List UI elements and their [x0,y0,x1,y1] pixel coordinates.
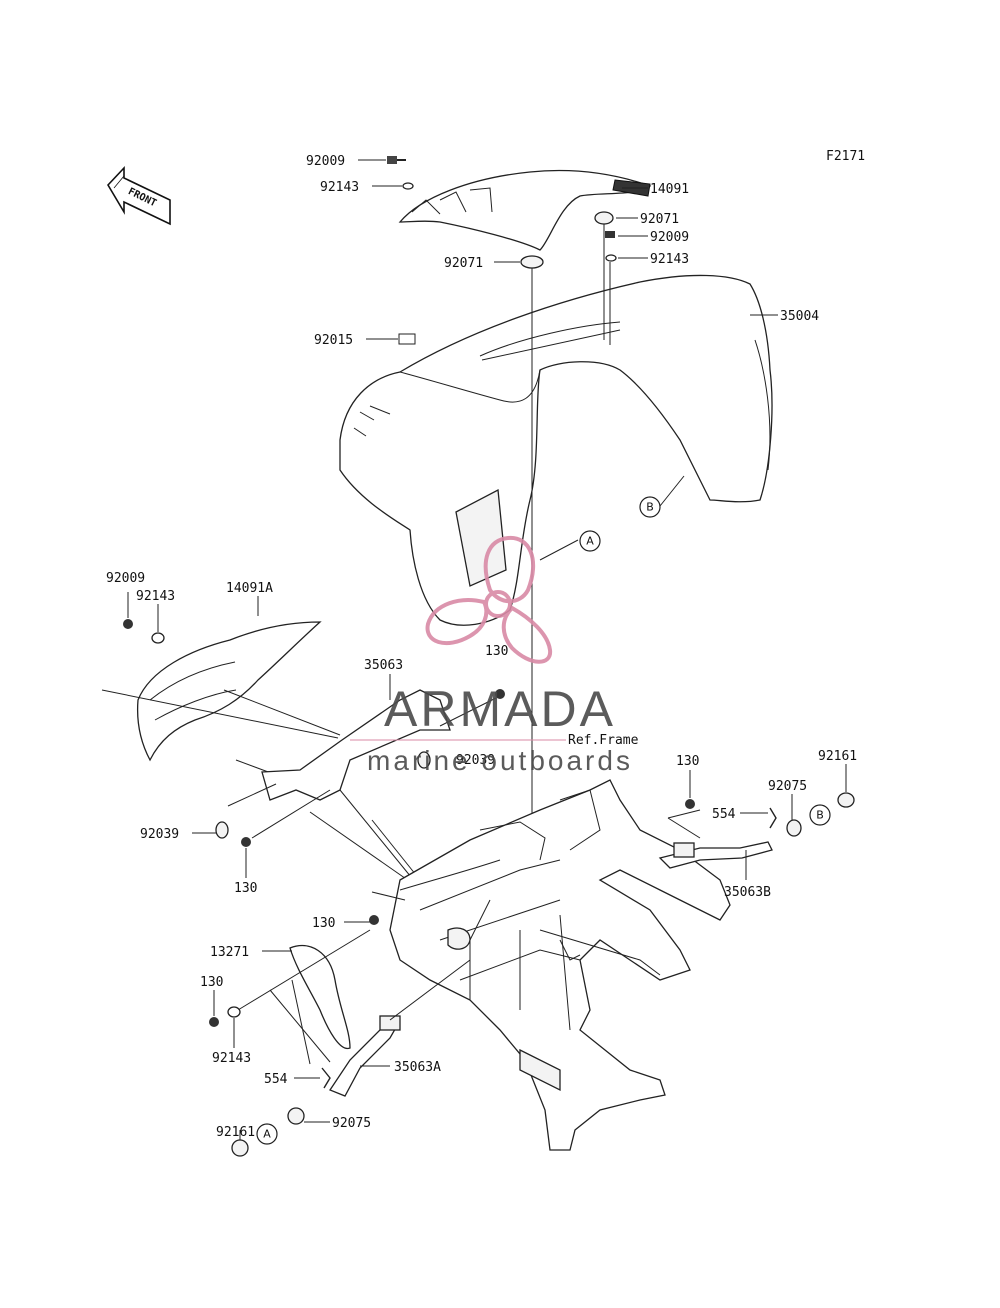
label-92161-right: 92161 [818,749,857,764]
bolt-130-frame-icon [369,915,379,925]
label-92075-low: 92075 [332,1116,371,1131]
label-92143-right: 92143 [650,252,689,267]
label-13271: 13271 [210,945,249,960]
clip-92015-icon [398,333,416,345]
label-35063: 35063 [364,658,403,673]
watermark: ARMADA marine outboards [367,535,633,776]
callout-b-right: B [809,804,831,826]
side-guard-13271 [289,944,351,1049]
svg-text:A: A [263,1128,271,1141]
bolt-130-right-icon [685,799,695,809]
bracket-35063B [658,841,773,869]
label-92015: 92015 [314,333,353,348]
label-92161-low: 92161 [216,1125,255,1140]
washer-92143-left-icon [151,632,165,644]
label-92075-right: 92075 [768,779,807,794]
front-arrow-icon: FRONT [107,165,171,226]
figure-code: F2171 [826,149,865,164]
side-cover-14091A [136,621,322,762]
grommet-92071-left-icon [520,255,544,269]
label-554-right: 554 [712,807,736,822]
label-130-mid: 130 [485,644,508,659]
label-92071-left: 92071 [444,256,483,271]
bracket-35063A [329,1015,401,1097]
svg-text:B: B [646,501,654,514]
label-35063B: 35063B [724,885,771,900]
clip-92039-left-icon [215,821,229,839]
bolt-92009-right-icon [605,231,615,238]
callout-b-upper: B [639,475,685,518]
main-frame [389,779,731,1151]
washer-92143-top-icon [402,182,414,190]
label-130-low: 130 [200,975,223,990]
spacer-92075-low-icon [287,1107,305,1125]
label-92143-top: 92143 [320,180,359,195]
bolt-130-left-icon [241,837,251,847]
label-35063A: 35063A [394,1060,441,1075]
label-554-low: 554 [264,1072,288,1087]
pin-554-low-icon [321,1067,331,1089]
label-14091: 14091 [650,182,689,197]
spacer-92075-right-icon [786,819,802,837]
label-14091A: 14091A [226,581,273,596]
label-130-right: 130 [676,754,699,769]
bracket-35063 [261,689,451,801]
grommet-92071-right-icon [594,211,614,225]
label-92143-left: 92143 [136,589,175,604]
label-92143-low: 92143 [212,1051,251,1066]
washer-92143-low-icon [227,1006,241,1018]
nut-92161-right-icon [837,792,855,808]
label-92039-left: 92039 [140,827,179,842]
watermark-tagline: marine outboards [367,745,633,776]
rack-cover-14091 [398,169,652,251]
washer-92143-right-icon [605,254,617,262]
svg-text:B: B [816,809,824,822]
nut-92161-low-icon [231,1139,249,1157]
watermark-brand: ARMADA [384,681,616,737]
propeller-logo-icon [425,535,553,664]
svg-text:A: A [586,535,594,548]
front-fender-35004 [339,274,773,626]
callout-a-lower: A [256,1123,278,1145]
label-92071-right: 92071 [640,212,679,227]
bolt-92009-left-icon [123,619,133,629]
bolt-130-low-icon [209,1017,219,1027]
label-35004: 35004 [780,309,819,324]
bolt-92009-top-icon [387,156,397,164]
clip-92039-mid-icon [417,751,431,769]
label-92009-left: 92009 [106,571,145,586]
ref-frame-label: Ref.Frame [568,733,639,748]
callout-a-upper: A [539,530,601,561]
bolt-130-mid-icon [495,689,505,699]
label-130-left: 130 [234,881,257,896]
label-130-frame: 130 [312,916,335,931]
label-92009-right: 92009 [650,230,689,245]
pin-554-right-icon [769,807,777,829]
label-92039-mid: 92039 [456,753,495,768]
label-92009-top: 92009 [306,154,345,169]
